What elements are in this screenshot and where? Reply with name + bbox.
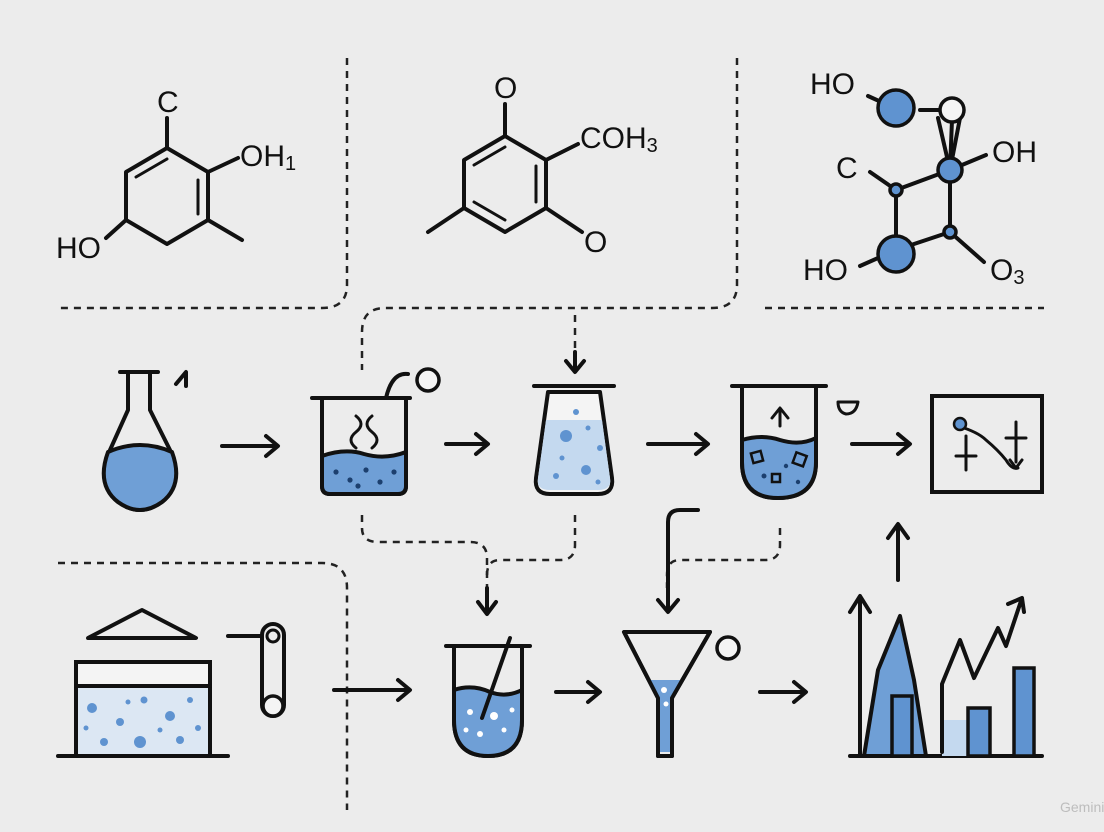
arrow-right-icon <box>646 432 710 456</box>
atom-sphere <box>876 88 916 128</box>
molecule-2: O COH3 O <box>426 72 658 259</box>
crystallization-beaker-icon <box>730 384 860 500</box>
divider-bottom-left <box>58 561 349 810</box>
arrow-up-icon <box>886 522 910 582</box>
atom-label: COH3 <box>580 122 658 157</box>
connector-dash-2 <box>485 515 577 576</box>
atom-label: OH <box>992 136 1037 169</box>
stirred-beaker-icon <box>444 636 532 758</box>
arrow-down-icon <box>656 508 700 614</box>
watermark: Gemini <box>1060 799 1104 815</box>
tank-icon <box>56 608 286 758</box>
analysis-monitor-icon <box>930 394 1044 494</box>
connector-dash-3 <box>665 528 782 588</box>
connector-dash-1 <box>360 515 489 588</box>
ring-bonds <box>462 134 548 234</box>
atom-label: OH1 <box>240 140 296 175</box>
atom-sphere <box>942 224 958 240</box>
filter-funnel-icon <box>622 630 741 758</box>
double-bonds <box>472 145 538 222</box>
divider-molecule-2 <box>360 58 739 370</box>
atom-sphere <box>936 156 964 184</box>
atom-sphere <box>938 96 966 124</box>
atom-label: O3 <box>990 254 1024 289</box>
divider-molecule-1 <box>58 58 349 310</box>
arrow-down-icon <box>476 586 498 616</box>
atom-sphere <box>888 182 904 198</box>
arrow-right-icon <box>758 680 808 704</box>
erlenmeyer-flask-icon <box>532 350 616 496</box>
bonds <box>858 94 988 268</box>
arrow-right-icon <box>332 678 412 702</box>
bar-chart-icon <box>848 594 1044 758</box>
atom-label: C <box>157 86 179 119</box>
reaction-beaker-icon <box>310 367 441 496</box>
arrow-right-icon <box>444 432 490 456</box>
molecule-3: HO OH C HO O3 <box>803 68 1037 289</box>
substituent-bonds <box>426 102 584 234</box>
atom-label: HO <box>56 232 101 265</box>
ring-bonds <box>124 146 210 246</box>
panel-dividers <box>58 58 1044 810</box>
substituent-bonds <box>104 116 244 242</box>
atom-label: C <box>836 152 858 185</box>
round-bottom-flask-icon <box>101 370 188 512</box>
arrow-right-icon <box>220 434 280 458</box>
arrow-right-icon <box>850 432 912 456</box>
atom-label: HO <box>803 254 848 287</box>
molecule-1: C OH1 HO <box>56 86 296 265</box>
atom-label: HO <box>810 68 855 101</box>
atom-label: O <box>584 226 607 259</box>
atom-label: O <box>494 72 517 105</box>
arrow-right-icon <box>554 680 602 704</box>
double-bonds <box>134 157 200 216</box>
atom-sphere <box>876 234 916 274</box>
